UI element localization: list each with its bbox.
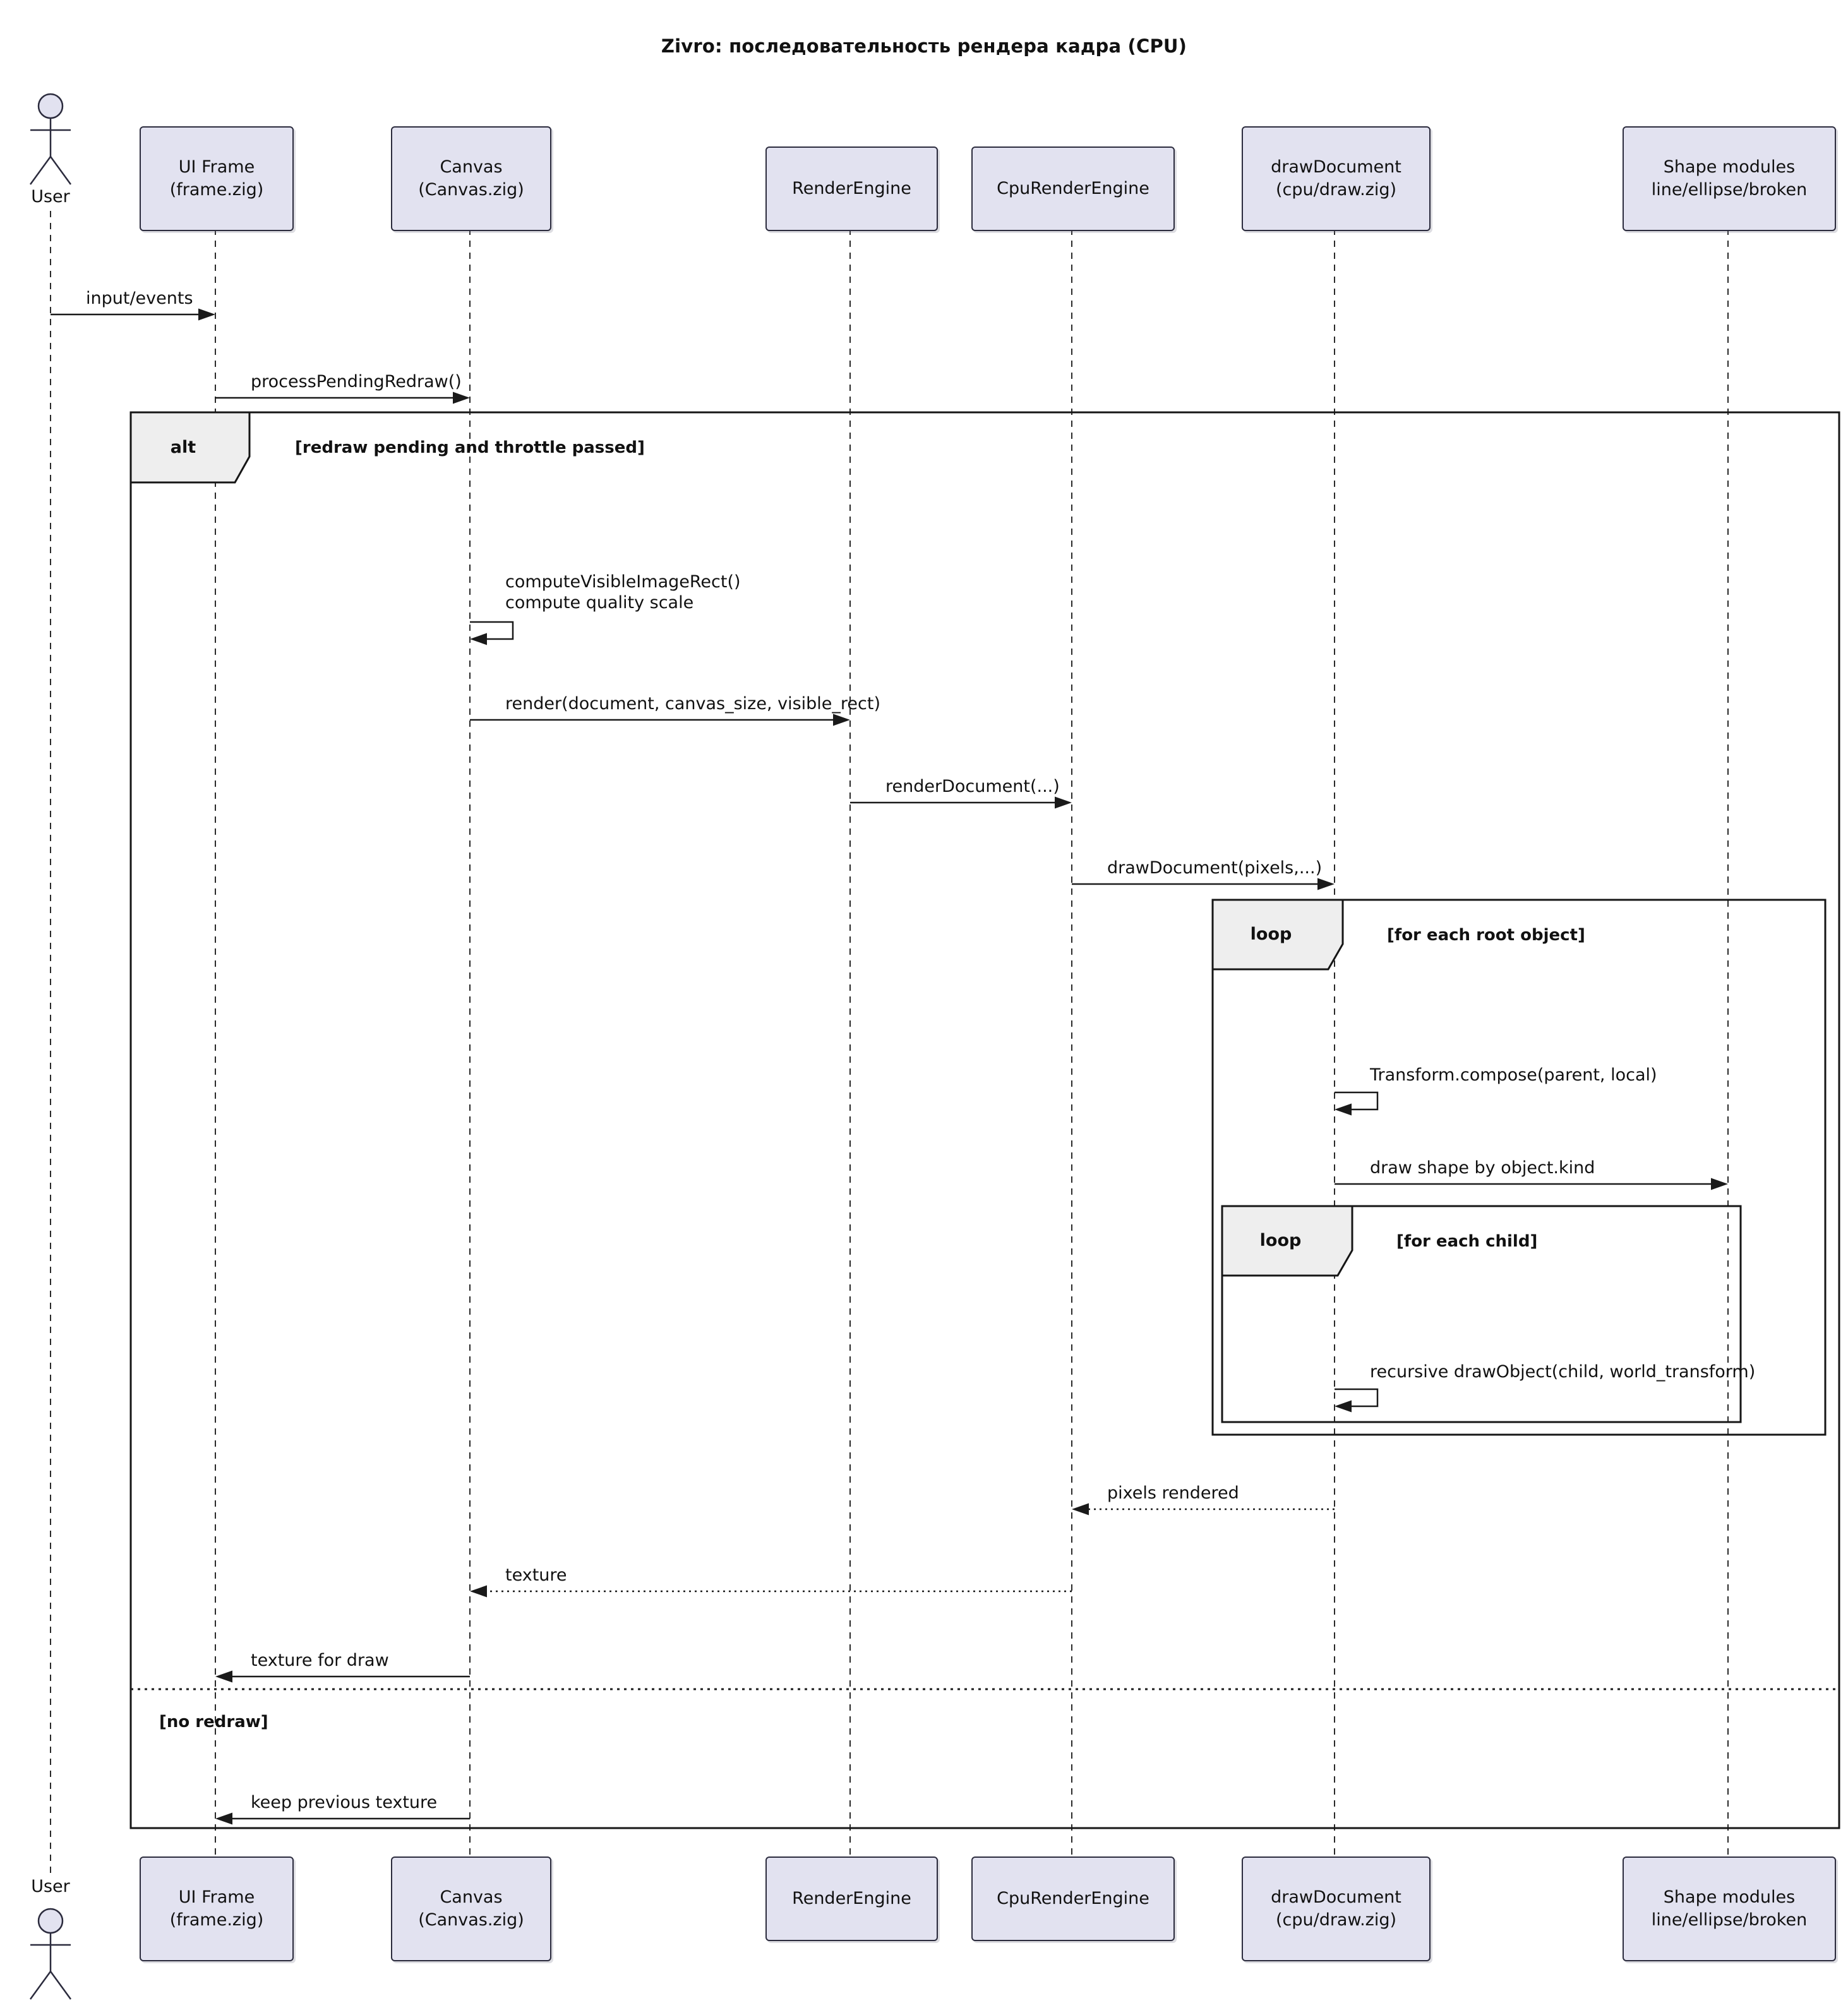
message-label-render: render(document, canvas_size, visible_re… bbox=[505, 694, 880, 714]
arrowhead-texture-for-draw bbox=[215, 1670, 232, 1683]
message-label-transform-compose: Transform.compose(parent, local) bbox=[1370, 1065, 1657, 1085]
participant-ui-frame-top: UI Frame (frame.zig) bbox=[140, 126, 294, 231]
actor-figure-bottom bbox=[29, 1908, 72, 2000]
participant-draw-document-bottom: drawDocument (cpu/draw.zig) bbox=[1242, 1857, 1431, 1961]
participant-draw-document-top: drawDocument (cpu/draw.zig) bbox=[1242, 126, 1431, 231]
pentagon-alt-label bbox=[129, 411, 251, 484]
actor-label-user-top: User bbox=[31, 187, 70, 206]
frame-loop-root bbox=[1211, 899, 1827, 1436]
fragment-condition-alt-else: [no redraw] bbox=[159, 1713, 268, 1731]
frame-loop-child bbox=[1221, 1205, 1742, 1423]
pentagon-loop-child-label bbox=[1221, 1205, 1353, 1277]
fragment-condition-alt: [redraw pending and throttle passed] bbox=[295, 438, 645, 457]
arrowhead-draw-document bbox=[1317, 878, 1335, 890]
arrowhead-transform-compose bbox=[1335, 1103, 1352, 1116]
arrowhead-texture bbox=[470, 1585, 487, 1598]
participant-canvas-top: Canvas (Canvas.zig) bbox=[391, 126, 551, 231]
participant-cpu-render-engine-top: CpuRenderEngine bbox=[971, 146, 1175, 231]
self-arrow-compute-visible bbox=[470, 621, 514, 640]
frame-alt bbox=[129, 411, 1840, 1829]
diagram-title: Zivro: последовательность рендера кадра … bbox=[661, 35, 1187, 57]
fragment-condition-loop-root: [for each root object] bbox=[1387, 926, 1585, 945]
arrowhead-render bbox=[833, 714, 850, 726]
participant-render-engine-bottom: RenderEngine bbox=[765, 1857, 938, 1941]
message-label-pixels-rendered: pixels rendered bbox=[1107, 1483, 1239, 1503]
arrowhead-draw-shape bbox=[1711, 1178, 1728, 1190]
fragment-condition-loop-child: [for each child] bbox=[1396, 1232, 1538, 1251]
participant-canvas-bottom: Canvas (Canvas.zig) bbox=[391, 1857, 551, 1961]
message-label-texture-for-draw: texture for draw bbox=[251, 1651, 389, 1670]
actor-figure-top bbox=[29, 93, 72, 185]
fragment-label-loop-child: loop bbox=[1259, 1231, 1302, 1250]
message-label-draw-shape: draw shape by object.kind bbox=[1370, 1158, 1595, 1178]
message-label-keep-previous-texture: keep previous texture bbox=[251, 1793, 438, 1812]
message-label-render-document: renderDocument(...) bbox=[885, 777, 1060, 796]
arrowhead-process-pending-redraw bbox=[453, 392, 470, 404]
self-arrow-transform-compose bbox=[1335, 1091, 1379, 1111]
arrowhead-recursive-draw bbox=[1335, 1400, 1352, 1413]
participant-cpu-render-engine-bottom: CpuRenderEngine bbox=[971, 1857, 1175, 1941]
participant-ui-frame-bottom: UI Frame (frame.zig) bbox=[140, 1857, 294, 1961]
participant-shape-modules-top: Shape modules line/ellipse/broken bbox=[1623, 126, 1836, 231]
arrowhead-input-events bbox=[198, 308, 215, 321]
message-label-texture: texture bbox=[505, 1565, 567, 1585]
participant-shape-modules-bottom: Shape modules line/ellipse/broken bbox=[1623, 1857, 1836, 1961]
message-label-recursive-draw: recursive drawObject(child, world_transf… bbox=[1370, 1362, 1756, 1382]
message-label-draw-document: drawDocument(pixels,...) bbox=[1107, 858, 1323, 878]
arrowhead-pixels-rendered bbox=[1072, 1503, 1089, 1516]
pentagon-loop-root-label bbox=[1211, 899, 1344, 971]
fragment-label-loop-root: loop bbox=[1250, 924, 1292, 944]
arrowhead-compute-visible bbox=[470, 633, 487, 645]
participant-render-engine-top: RenderEngine bbox=[765, 146, 938, 231]
message-label-input-events: input/events bbox=[86, 289, 193, 308]
actor-label-user-bottom: User bbox=[31, 1877, 70, 1896]
message-label-compute-visible: computeVisibleImageRect() compute qualit… bbox=[505, 572, 741, 613]
self-arrow-recursive-draw bbox=[1335, 1388, 1379, 1408]
arrowhead-render-document bbox=[1055, 796, 1072, 809]
message-label-process-pending-redraw: processPendingRedraw() bbox=[251, 372, 462, 392]
arrowhead-keep-previous-texture bbox=[215, 1812, 232, 1825]
fragment-label-alt: alt bbox=[170, 437, 196, 457]
